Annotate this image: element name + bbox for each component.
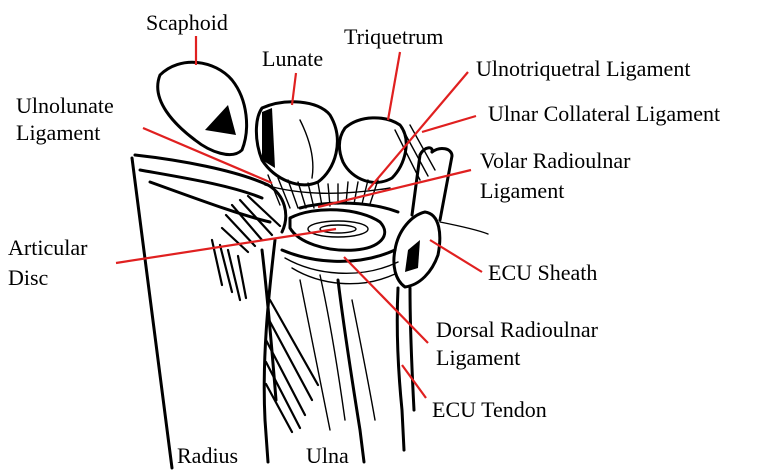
label-dorsal-radioulnar-line1: Dorsal Radioulnar <box>436 317 599 342</box>
leader-dorsal-radioulnar <box>344 257 428 343</box>
leader-triquetrum <box>388 52 400 120</box>
label-lunate: Lunate <box>262 46 323 71</box>
lunate-bone <box>256 102 337 185</box>
label-articular-disc-line2: Disc <box>8 265 49 290</box>
label-ulnar-collateral-ligament: Ulnar Collateral Ligament <box>488 101 720 126</box>
label-scaphoid: Scaphoid <box>146 10 228 35</box>
label-ulnolunate-line1: Ulnolunate <box>16 93 114 118</box>
articular-disc-structure <box>282 203 398 284</box>
label-ecu-sheath: ECU Sheath <box>488 260 597 285</box>
leader-lines <box>116 36 482 398</box>
leader-lunate <box>292 73 296 105</box>
radius-bone <box>132 155 286 468</box>
label-dorsal-radioulnar-line2: Ligament <box>436 345 520 370</box>
label-ulnotriquetral-ligament: Ulnotriquetral Ligament <box>476 56 690 81</box>
label-ulnolunate-line2: Ligament <box>16 120 100 145</box>
label-ecu-tendon: ECU Tendon <box>432 397 547 422</box>
label-triquetrum: Triquetrum <box>344 24 443 49</box>
label-radius: Radius <box>177 443 238 468</box>
label-articular-disc-line1: Articular <box>8 235 88 260</box>
label-volar-radioulnar-line2: Ligament <box>480 178 564 203</box>
label-volar-radioulnar-line1: Volar Radioulnar <box>480 148 631 173</box>
label-ulna: Ulna <box>306 443 349 468</box>
labels: Scaphoid Lunate Triquetrum Ulnotriquetra… <box>8 10 720 468</box>
